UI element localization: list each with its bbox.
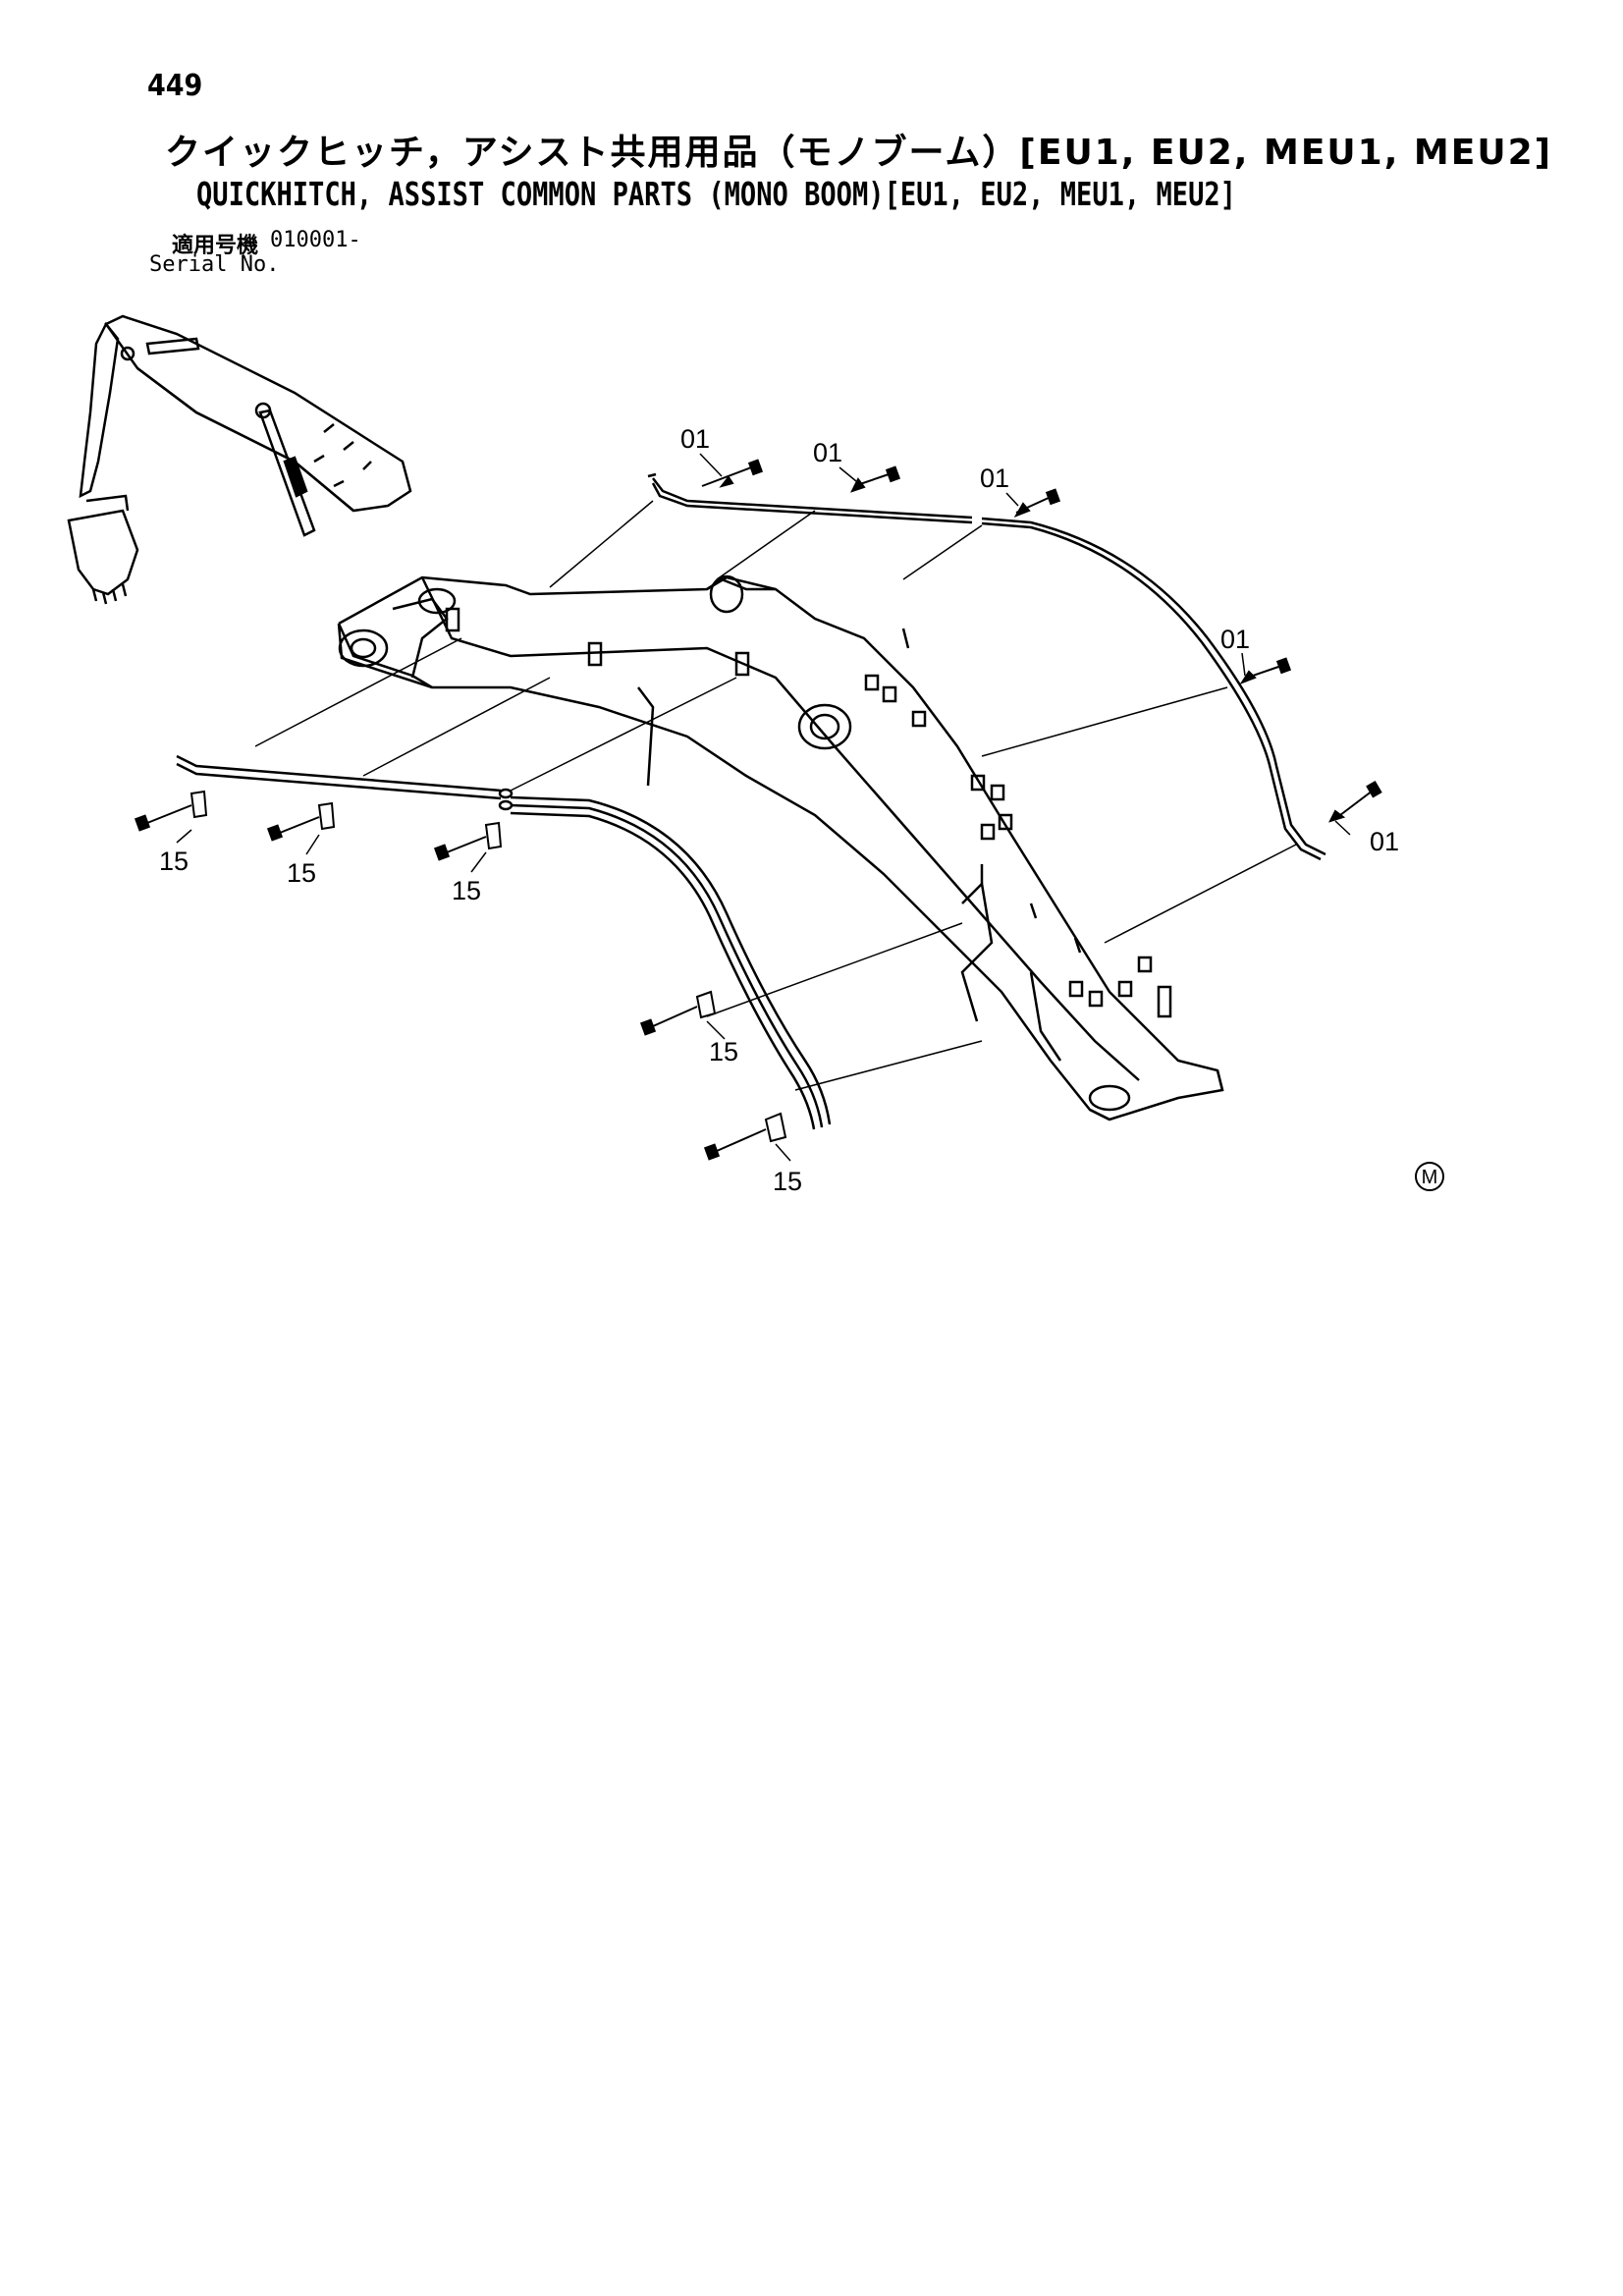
page-header: 449 クイックヒッチ，アシスト共用用品（モノブーム）[EU1, EU2, ME… — [0, 0, 1623, 295]
mono-boom — [337, 574, 1224, 1121]
title-japanese: クイックヒッチ，アシスト共用用品（モノブーム）[EU1, EU2, MEU1, … — [165, 133, 1553, 173]
title-english: QUICKHITCH, ASSIST COMMON PARTS (MONO BO… — [196, 175, 1236, 213]
clamp-upper-3 — [1013, 488, 1061, 518]
model-mark-letter: M — [1422, 1167, 1438, 1188]
excavator-overview-icon — [67, 314, 412, 605]
clamp-upper-2 — [850, 465, 901, 493]
callout-01-c: 01 — [980, 464, 1009, 493]
callout-01-e: 01 — [1370, 827, 1399, 856]
callout-01-d: 01 — [1220, 625, 1250, 654]
callout-15-c: 15 — [452, 876, 481, 905]
callout-15-a: 15 — [159, 847, 189, 876]
serial-label-japanese: 適用号機 — [172, 234, 259, 258]
clamp-right-2 — [1328, 780, 1382, 823]
callout-leaders — [176, 453, 1351, 1162]
clamp-upper-1 — [701, 459, 764, 488]
projection-lines — [254, 500, 1297, 1091]
fasteners — [134, 459, 1382, 1161]
callout-15-d: 15 — [709, 1037, 738, 1066]
clamp-lower-3 — [433, 821, 503, 861]
callout-15-b: 15 — [287, 858, 316, 888]
model-mark: M — [1415, 1162, 1444, 1191]
clamp-lower-1 — [134, 790, 208, 832]
callout-01-b: 01 — [813, 438, 842, 467]
callout-15-e: 15 — [773, 1167, 802, 1196]
clamp-lower-2 — [266, 801, 336, 842]
hose-upper-right — [647, 472, 1326, 861]
clamp-right-1 — [1239, 657, 1292, 685]
callout-01-a: 01 — [680, 424, 710, 454]
serial-label-english: Serial No. — [149, 252, 280, 277]
serial-value: 010001- — [270, 228, 361, 252]
clamp-lower-5 — [703, 1112, 787, 1161]
clamp-lower-4 — [639, 990, 717, 1036]
page-number: 449 — [147, 69, 203, 103]
hose-lower-left — [176, 754, 832, 1130]
